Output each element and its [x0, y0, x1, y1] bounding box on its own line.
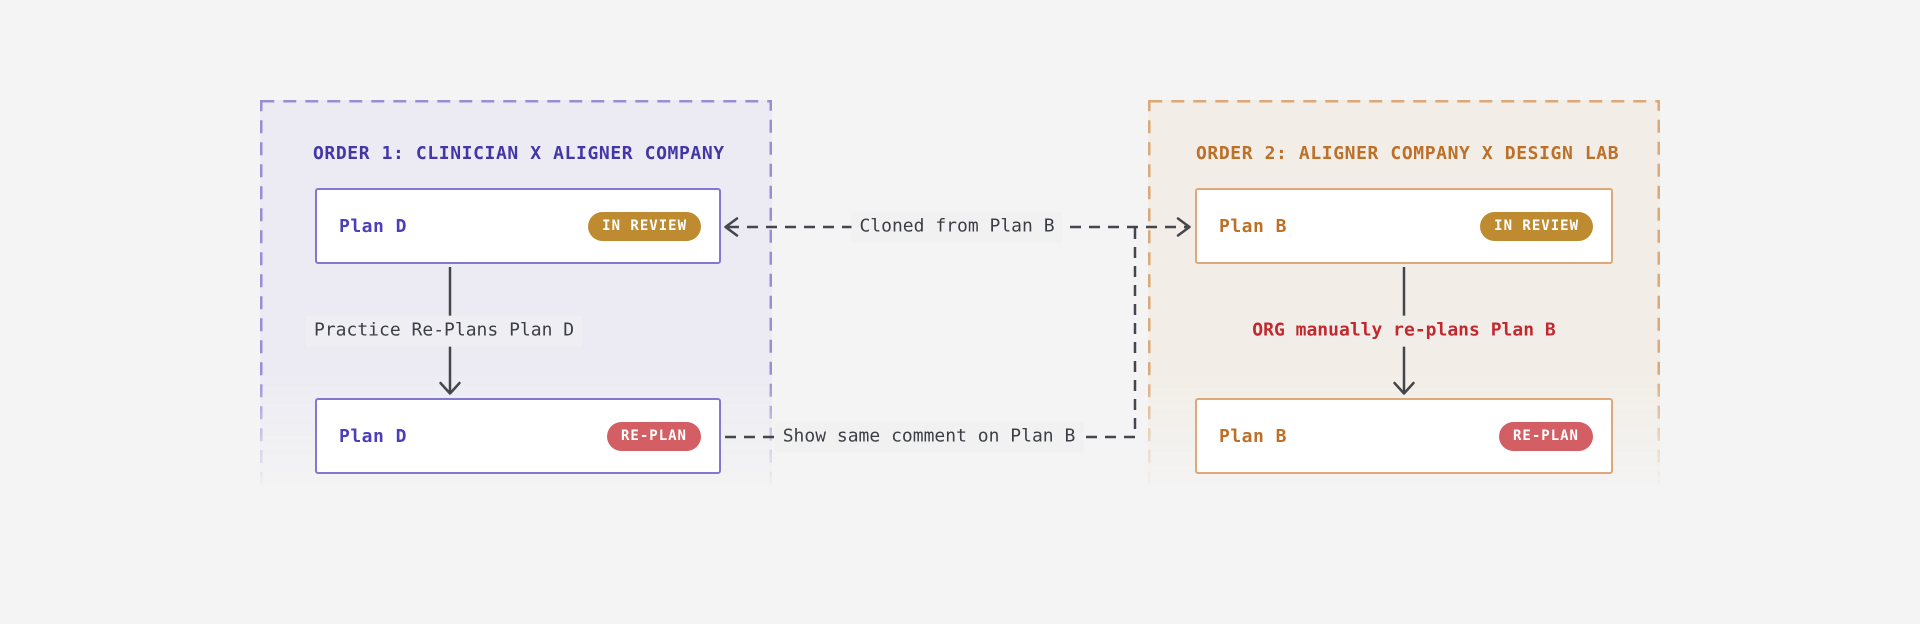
order2-arrow-label: ORG manually re-plans Plan B	[1244, 315, 1564, 347]
cloned-connector-label: Cloned from Plan B	[851, 211, 1063, 243]
order1-dashed-border	[260, 100, 772, 500]
plan-name: Plan B	[1219, 215, 1288, 237]
order1-arrow-label: Practice Re-Plans Plan D	[306, 315, 583, 347]
order2-dashed-border	[1148, 100, 1660, 500]
order2-plan-card-re-plan: Plan B RE-PLAN	[1195, 398, 1613, 474]
order1-plan-card-in-review: Plan D IN REVIEW	[315, 188, 721, 264]
status-badge-in-review: IN REVIEW	[1480, 211, 1593, 241]
plan-name: Plan D	[339, 425, 408, 447]
order2-plan-card-in-review: Plan B IN REVIEW	[1195, 188, 1613, 264]
order1-plan-card-re-plan: Plan D RE-PLAN	[315, 398, 721, 474]
comment-connector-label: Show same comment on Plan B	[774, 421, 1084, 453]
status-badge-re-plan: RE-PLAN	[606, 421, 701, 451]
order2-title: ORDER 2: ALIGNER COMPANY X DESIGN LAB	[1196, 143, 1620, 164]
status-badge-re-plan: RE-PLAN	[1498, 421, 1593, 451]
order1-title: ORDER 1: CLINICIAN X ALIGNER COMPANY	[313, 143, 725, 164]
plan-name: Plan D	[339, 215, 408, 237]
status-badge-in-review: IN REVIEW	[588, 211, 701, 241]
plan-name: Plan B	[1219, 425, 1288, 447]
